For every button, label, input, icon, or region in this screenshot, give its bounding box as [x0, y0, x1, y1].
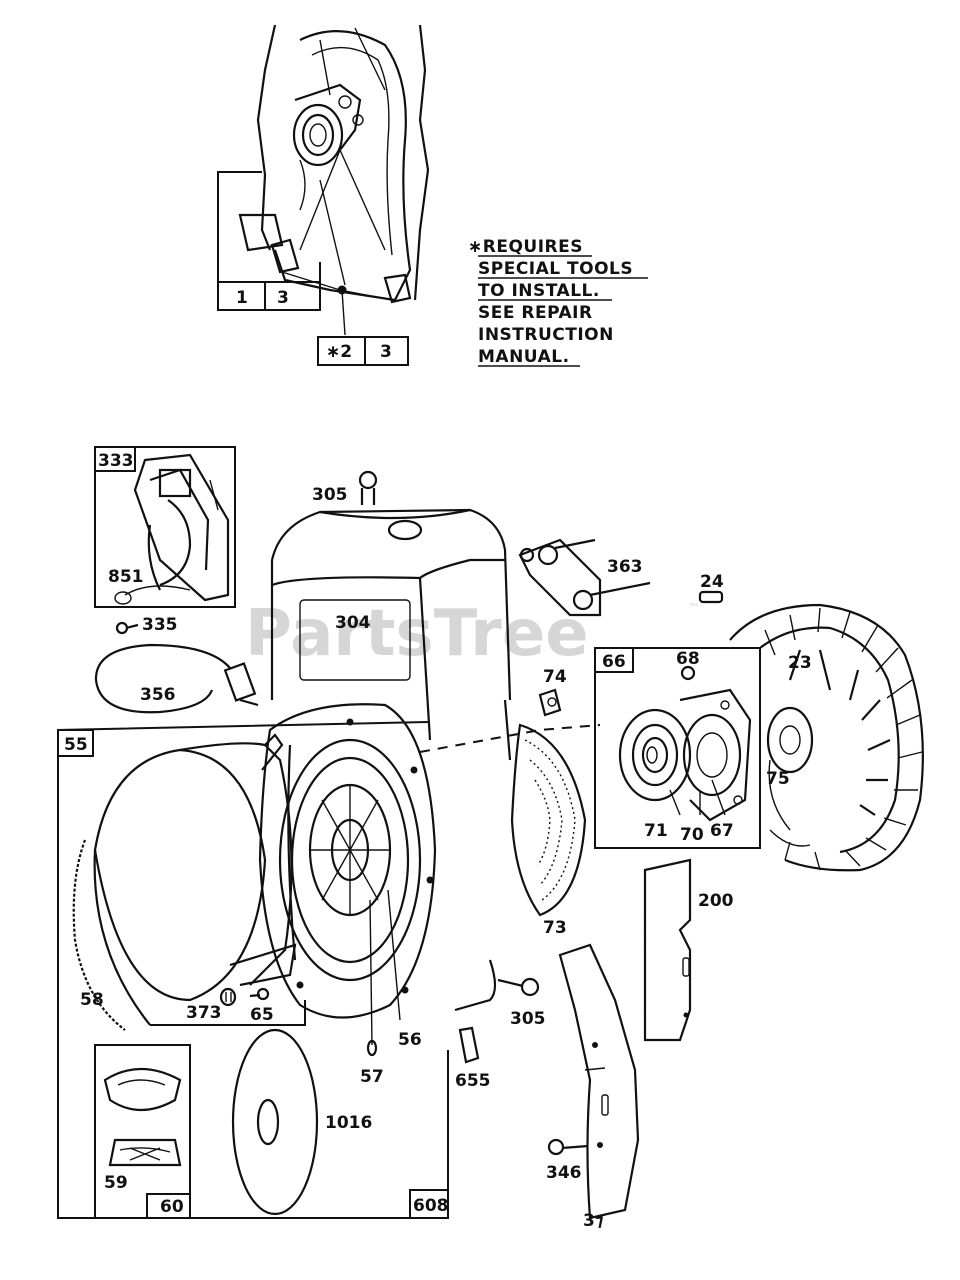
screw-335	[115, 621, 139, 635]
engine-parts-bracket	[217, 171, 321, 311]
label-851: 851	[108, 567, 144, 587]
label-58: 58	[80, 990, 104, 1010]
label-335: 335	[142, 615, 178, 635]
label-60: 60	[160, 1197, 184, 1217]
label-608: 608	[413, 1196, 449, 1216]
note-line-6: MANUAL.	[478, 347, 570, 367]
flywheel-23	[729, 603, 924, 872]
note-line-3: TO INSTALL.	[478, 281, 600, 301]
ground-wire-356	[94, 643, 259, 714]
label-73: 73	[543, 918, 567, 938]
starter-housing-illustration	[258, 703, 497, 1057]
blower-housing-304	[270, 470, 512, 761]
special-tools-note: ∗REQUIRES SPECIAL TOOLS TO INSTALL. SEE …	[468, 237, 648, 367]
baffle-37	[558, 943, 640, 1220]
label-333: 333	[98, 451, 134, 471]
label-200: 200	[698, 891, 734, 911]
ignition-kit-box	[94, 446, 236, 608]
handle-kit-box	[94, 1044, 191, 1218]
label-57: 57	[360, 1067, 384, 1087]
ignition-armature-illustration	[114, 453, 230, 605]
label-305-top: 305	[312, 485, 348, 505]
label-74: 74	[543, 667, 567, 687]
engine-block-illustration	[238, 24, 430, 336]
ref-box-2	[317, 336, 409, 366]
starter-rope-58	[72, 839, 126, 1031]
rewind-starter-box	[57, 721, 449, 1219]
parts-373-65	[219, 987, 270, 1007]
ref-box-1-left: 1	[236, 288, 248, 308]
bracket-363	[518, 538, 651, 617]
label-71: 71	[644, 821, 668, 841]
label-655: 655	[455, 1071, 491, 1091]
starter-cup-illustration	[93, 733, 297, 1026]
nut-74	[538, 688, 562, 717]
ref-box-2-right: 3	[380, 342, 392, 362]
label-346: 346	[546, 1163, 582, 1183]
label-75: 75	[766, 769, 790, 789]
label-305-bottom: 305	[510, 1009, 546, 1029]
clip-655	[458, 1026, 480, 1064]
label-55: 55	[64, 735, 88, 755]
label-67: 67	[710, 821, 734, 841]
screw-346	[547, 1138, 589, 1156]
baffle-200	[643, 858, 692, 1042]
label-373: 373	[186, 1003, 222, 1023]
note-line-1: ∗REQUIRES	[468, 237, 583, 257]
ref-box-2-left: ∗2	[326, 342, 352, 362]
label-59: 59	[104, 1173, 128, 1193]
ref-box-1-right: 3	[277, 288, 289, 308]
note-line-5: INSTRUCTION	[478, 325, 614, 345]
label-363: 363	[607, 557, 643, 577]
ball-68	[680, 665, 696, 681]
label-70: 70	[680, 825, 704, 845]
note-line-2: SPECIAL TOOLS	[478, 259, 633, 279]
rotating-screen-73	[510, 723, 587, 917]
label-1016: 1016	[325, 1113, 372, 1133]
label-37: 3⁊	[583, 1211, 604, 1231]
label-68: 68	[676, 649, 700, 669]
label-23: 23	[788, 653, 812, 673]
screw-305-bottom	[497, 977, 540, 997]
washer-1016	[231, 1028, 319, 1216]
label-304: 304	[335, 613, 371, 633]
starter-handle-59	[103, 1067, 182, 1167]
label-356: 356	[140, 685, 176, 705]
note-line-4: SEE REPAIR	[478, 303, 593, 323]
alignment-line	[419, 724, 601, 753]
label-24: 24	[700, 572, 724, 592]
watermark-trademark: ™	[688, 601, 700, 615]
clutch-kit-box	[594, 647, 761, 849]
starter-clutch-illustration	[618, 688, 752, 822]
label-65: 65	[250, 1005, 274, 1025]
label-56: 56	[398, 1030, 422, 1050]
flywheel-key-24	[698, 590, 724, 604]
label-66: 66	[602, 652, 626, 672]
watermark: PartsTree	[245, 597, 589, 671]
